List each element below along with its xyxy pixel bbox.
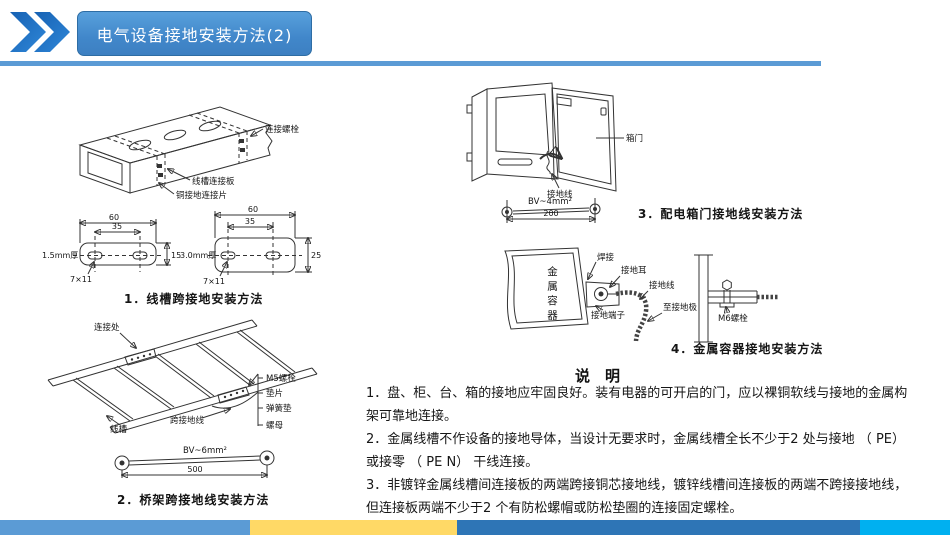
dim-left-35: 35 bbox=[112, 222, 122, 231]
container-ground-wire bbox=[615, 290, 649, 342]
note-line: 或接零 （ PE N） 干线连接。 bbox=[366, 455, 539, 470]
notes-heading: 说 明 bbox=[575, 367, 621, 385]
footer-stripe-dark-blue bbox=[457, 520, 860, 535]
box-door-label: 箱门 bbox=[626, 133, 643, 144]
door-hinge-ground-wire bbox=[539, 151, 561, 175]
dim-left-thickness: 1.5mm厚 bbox=[42, 251, 78, 260]
dim-left-hole: 7×11 bbox=[70, 275, 92, 284]
trough-bolt-label: 连接螺栓 bbox=[265, 124, 300, 135]
ladder-tray-diagram: 连接处 跨接地线 线槽 M5螺栓 垫片 弹簧垫 螺母 bbox=[47, 319, 318, 435]
dim-right-thickness: 3.0mm厚 bbox=[180, 251, 216, 260]
dim-left-15: 15 bbox=[171, 251, 181, 260]
slide-title: 电气设备接地安装方法(2) bbox=[96, 25, 293, 45]
caption-method-3: 3．配电箱门接地线安装方法 bbox=[638, 207, 804, 221]
ladder-nut-label: 螺母 bbox=[266, 420, 283, 431]
dim-right-35: 35 bbox=[245, 217, 255, 226]
trough-body bbox=[78, 106, 273, 194]
container-weld-label: 焊接 bbox=[597, 252, 615, 263]
metal-container-diagram: 焊接 接地耳 接地线 至接地极 接地端子 M6螺栓 bbox=[504, 247, 779, 343]
footer-stripe-blue bbox=[0, 520, 250, 535]
container-body bbox=[504, 247, 589, 330]
note-line: 3．非镀锌金属线槽间连接板的两端跨接铜芯接地线，镀锌线槽间连接板的两端不跨接接地… bbox=[366, 478, 908, 493]
ladder-spring-washer-label: 弹簧垫 bbox=[266, 403, 292, 414]
jumper-wire-length: 500 bbox=[187, 465, 202, 474]
double-chevron-icon bbox=[10, 12, 70, 52]
ladder-splice-plates bbox=[124, 348, 259, 409]
jumper-wire-drawing: BV~6mm² 500 bbox=[114, 446, 275, 478]
caption-method-4: 4．金属容器接地安装方法 bbox=[671, 342, 824, 356]
container-lug-label: 接地耳 bbox=[621, 265, 647, 276]
dim-left-60: 60 bbox=[109, 213, 119, 222]
box-ground-label: 接地线 bbox=[547, 189, 573, 200]
container-electrode-label: 至接地极 bbox=[663, 302, 698, 313]
slide-title-pill: 电气设备接地安装方法(2) bbox=[77, 11, 312, 56]
box-body bbox=[466, 82, 559, 182]
dim-right-25: 25 bbox=[311, 251, 321, 260]
ladder-washer-label: 垫片 bbox=[266, 388, 283, 399]
notes-block: 1．盘、柜、台、箱的接地应牢固良好。装有电器的可开启的门，应以裸铜软线与接地的金… bbox=[366, 382, 941, 520]
distribution-box-diagram: 箱门 接地线 BV~4mm² 200 bbox=[466, 82, 643, 223]
container-name-label: 金属容器 bbox=[546, 266, 558, 324]
header-rule bbox=[0, 61, 821, 66]
dim-right-hole: 7×11 bbox=[203, 277, 225, 286]
trough-copper-label: 铜接地连接片 bbox=[176, 190, 227, 201]
jumper-wire-spec: BV~6mm² bbox=[183, 446, 227, 456]
jumper-wire-art bbox=[114, 450, 275, 478]
ladder-joint-label: 连接处 bbox=[94, 322, 120, 333]
ladder-bolt-label: M5螺栓 bbox=[266, 373, 296, 384]
box-wire-spec: BV~4mm² bbox=[528, 197, 572, 207]
container-wire-label: 接地线 bbox=[649, 280, 675, 291]
container-terminal-label: 接地端子 bbox=[591, 310, 626, 321]
dim-right-60: 60 bbox=[248, 205, 258, 214]
footer-stripes bbox=[0, 520, 950, 535]
footer-stripe-yellow bbox=[250, 520, 457, 535]
box-door bbox=[551, 87, 617, 192]
box-wire-length: 200 bbox=[543, 209, 558, 218]
note-line: 但连接板两端不少于2 个有防松螺帽或防松垫圈的连接固定螺栓。 bbox=[366, 501, 743, 516]
note-line: 2．金属线槽不作设备的接地导体，当设计无要求时，金属线槽全长不少于2 处与接地 … bbox=[366, 432, 905, 447]
beam-bolt-detail bbox=[694, 254, 779, 343]
box-ground-wire-dim bbox=[501, 198, 601, 223]
container-lug bbox=[585, 281, 620, 308]
ladder-trough-label: 线槽 bbox=[110, 424, 128, 435]
container-bolt-label: M6螺栓 bbox=[718, 313, 748, 324]
ladder-hardware-bracket bbox=[249, 373, 263, 426]
right-plate: 60 35 25 3.0mm厚 7×11 bbox=[180, 205, 321, 286]
footer-stripe-cyan bbox=[860, 520, 950, 535]
ladder-jumper-label: 跨接地线 bbox=[170, 415, 205, 426]
note-line: 架可靠地连接。 bbox=[366, 409, 458, 424]
plate-dimension-drawing: 60 35 15 1.5mm厚 7×11 60 35 25 3.0mm厚 7 bbox=[42, 205, 321, 286]
caption-method-1: 1．线槽跨接地安装方法 bbox=[124, 292, 264, 306]
left-plate: 60 35 15 1.5mm厚 7×11 bbox=[42, 213, 181, 284]
note-line: 1．盘、柜、台、箱的接地应牢固良好。装有电器的可开启的门，应以裸铜软线与接地的金… bbox=[366, 386, 908, 401]
trough-diagram: 连接螺栓 线槽连接板 铜接地连接片 bbox=[78, 106, 300, 201]
caption-method-2: 2．桥架跨接地线安装方法 bbox=[117, 493, 270, 507]
trough-plate-label: 线槽连接板 bbox=[192, 176, 235, 187]
